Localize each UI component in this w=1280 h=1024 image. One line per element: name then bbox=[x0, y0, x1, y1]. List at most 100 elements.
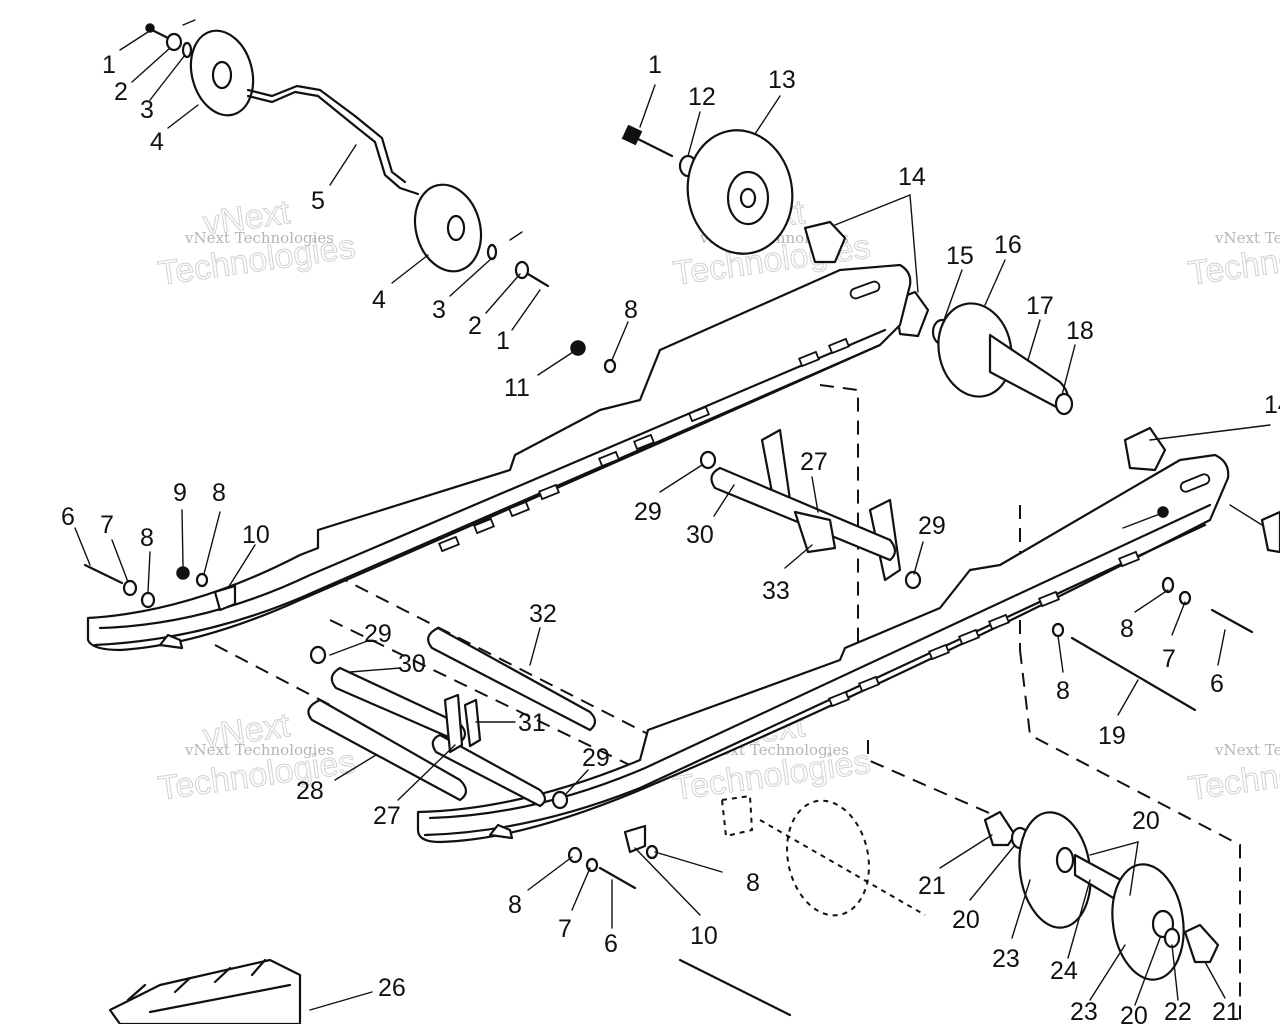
front-cross-shafts bbox=[307, 626, 597, 810]
callout-label: 6 bbox=[1210, 670, 1224, 698]
callout-label: 29 bbox=[364, 620, 392, 648]
washer-2-bottom bbox=[514, 260, 530, 280]
callout-label: 31 bbox=[518, 709, 546, 737]
callout-label: 20 bbox=[1132, 807, 1160, 835]
callout-label: 1 bbox=[102, 51, 116, 79]
callout-label: 30 bbox=[398, 650, 426, 678]
watermark-small-3: vNext Technologies bbox=[1214, 229, 1280, 247]
callout-label: 13 bbox=[768, 66, 796, 94]
lower-wheel-assembly bbox=[983, 810, 1220, 981]
callout-label: 5 bbox=[311, 187, 325, 215]
callout-label: 23 bbox=[992, 945, 1020, 973]
callout-label: 8 bbox=[1056, 677, 1070, 705]
arm-bracket-27-left bbox=[443, 693, 464, 754]
washer-7-left bbox=[122, 579, 138, 597]
callout-label: 19 bbox=[1098, 722, 1126, 750]
bolt-6-bottom bbox=[598, 866, 637, 890]
callout-label: 32 bbox=[529, 600, 557, 628]
nut-11 bbox=[570, 340, 586, 356]
washer-8-left bbox=[140, 591, 156, 609]
clip-3-top bbox=[181, 41, 193, 59]
callout-label: 7 bbox=[100, 511, 114, 539]
callout-label: 3 bbox=[432, 296, 446, 324]
washer-2-top bbox=[165, 32, 183, 52]
callout-label: 23 bbox=[1070, 998, 1098, 1024]
clip-3-bottom bbox=[486, 243, 498, 261]
callout-label: 4 bbox=[150, 128, 164, 156]
rear-cross-shaft bbox=[699, 428, 922, 590]
callout-label: 15 bbox=[946, 242, 974, 270]
washer-29-rear-b bbox=[904, 570, 922, 590]
washer-22 bbox=[1163, 927, 1181, 949]
bolt-19-bottom bbox=[678, 958, 792, 1017]
callout-label: 8 bbox=[508, 891, 522, 919]
washer-8-bottom bbox=[567, 846, 583, 864]
washer-7-right bbox=[1178, 590, 1192, 606]
callout-label: 30 bbox=[686, 521, 714, 549]
watermark-small-4: vNext Technologies bbox=[184, 741, 334, 759]
callout-label: 3 bbox=[140, 96, 154, 124]
nut-9 bbox=[176, 566, 190, 580]
rear-idler-wheel-assembly bbox=[621, 124, 847, 264]
callout-label: 10 bbox=[690, 922, 718, 950]
callout-label: 20 bbox=[1120, 1002, 1148, 1024]
bushing-14 bbox=[803, 220, 847, 264]
callout-label: 29 bbox=[582, 744, 610, 772]
callout-label: 1 bbox=[496, 327, 510, 355]
axle-wheel-assembly bbox=[893, 290, 1074, 416]
callout-label: 11 bbox=[504, 374, 530, 402]
callout-label: 9 bbox=[173, 479, 187, 507]
callout-label: 16 bbox=[994, 231, 1022, 259]
rail-right-body bbox=[416, 453, 1230, 844]
upper-idler-shaft-assembly bbox=[145, 19, 550, 288]
left-fasteners bbox=[83, 340, 1169, 612]
callout-label: 29 bbox=[918, 512, 946, 540]
bolt-6-right bbox=[1210, 608, 1254, 634]
tube-32 bbox=[427, 626, 597, 732]
callout-label: 18 bbox=[1066, 317, 1094, 345]
callout-label: 10 bbox=[242, 521, 270, 549]
bolt-6-left bbox=[83, 563, 124, 585]
washer-8-right-b bbox=[1051, 622, 1065, 638]
callout-label: 17 bbox=[1026, 292, 1054, 320]
washer-29-rear-a bbox=[699, 450, 717, 470]
callout-label: 26 bbox=[378, 974, 406, 1002]
wheel-hub bbox=[211, 60, 233, 90]
callout-label: 6 bbox=[61, 503, 75, 531]
bolt-1-bottom bbox=[526, 272, 550, 288]
phantom-wheel bbox=[720, 794, 926, 917]
arm-27-rear bbox=[793, 510, 837, 554]
bushing-right-edge bbox=[1260, 510, 1280, 554]
callout-label: 21 bbox=[918, 872, 946, 900]
track-slider-26 bbox=[108, 958, 302, 1024]
callout-label: 8 bbox=[624, 296, 638, 324]
callout-label: 8 bbox=[1120, 615, 1134, 643]
axle-end-18 bbox=[1054, 392, 1074, 416]
watermark-small-6: vNext Technologies bbox=[1214, 741, 1280, 759]
shaft-5 bbox=[246, 90, 420, 196]
callout-label: 2 bbox=[468, 312, 482, 340]
leader-lines bbox=[74, 31, 1271, 1011]
callout-labels: 1 2 3 4 5 4 3 2 1 1 12 13 14 15 16 17 18… bbox=[61, 51, 1280, 1024]
callout-label: 7 bbox=[1162, 645, 1176, 673]
rail-left bbox=[86, 263, 912, 652]
washer-8-left-b bbox=[195, 572, 209, 588]
washer-29-left-b bbox=[551, 790, 569, 810]
callout-label: 6 bbox=[604, 930, 618, 958]
callout-label: 8 bbox=[140, 524, 154, 552]
callout-label: 14 bbox=[898, 163, 926, 191]
washer-29-left bbox=[309, 645, 327, 665]
callout-label: 12 bbox=[688, 83, 716, 111]
shaft-31 bbox=[431, 733, 547, 808]
watermark-small-1: vNext Technologies bbox=[184, 229, 334, 247]
callout-label: 22 bbox=[1164, 998, 1192, 1024]
bushing-21-a bbox=[983, 810, 1017, 847]
callout-label: 24 bbox=[1050, 957, 1078, 985]
callout-label: 1 bbox=[648, 51, 662, 79]
block-10-bottom bbox=[623, 824, 647, 854]
callout-label: 7 bbox=[558, 915, 572, 943]
bolt-head bbox=[145, 23, 155, 33]
bushing-14-right bbox=[1123, 426, 1167, 472]
callout-label: 14 bbox=[1264, 391, 1280, 419]
